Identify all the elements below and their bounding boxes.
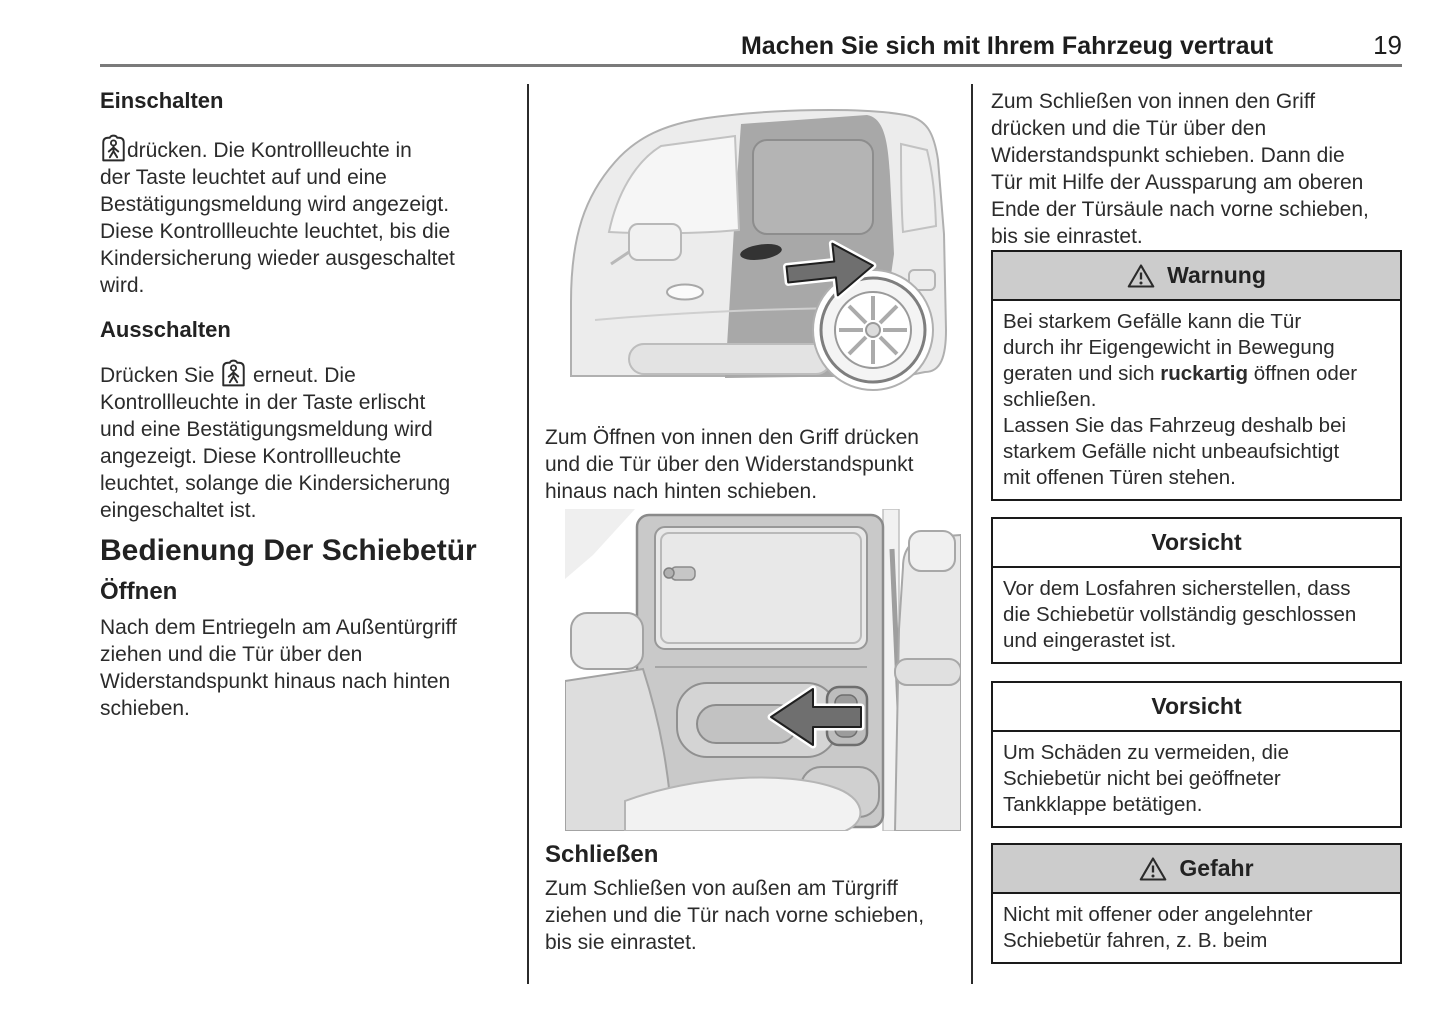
danger-box: Gefahr Nicht mit offener oder angelehnte…	[991, 843, 1402, 964]
direction-arrow-right-icon	[783, 240, 877, 299]
interior-sliding-door-figure	[565, 509, 961, 831]
danger-box-body: Nicht mit offener oder angelehnter Schie…	[1003, 903, 1313, 952]
column-divider	[971, 84, 973, 984]
caution-box-title: Vorsicht	[1151, 693, 1242, 719]
paragraph-oeffnen: Nach dem Entriegeln am Außentürgriff zie…	[100, 616, 457, 720]
sliding-door-window	[752, 139, 874, 235]
heading-schliessen: Schließen	[545, 841, 659, 868]
left-column: Einschalten drücken. Die Kontrollleuchte…	[100, 84, 510, 722]
door-window	[654, 526, 868, 650]
paragraph-close-inside: Zum Schließen von innen den Griff drücke…	[991, 90, 1369, 248]
paragraph-text: erneut. Die Kontrollleuchte in der Taste…	[100, 364, 451, 522]
paragraph-schliessen: Zum Schließen von außen am Türgriff zieh…	[545, 877, 925, 954]
danger-box-header: Gefahr	[993, 845, 1400, 894]
paragraph-text: drücken. Die Kontrollleuchte in der Tast…	[100, 139, 455, 297]
seat-cushion	[624, 776, 862, 831]
warning-triangle-icon	[1127, 263, 1155, 289]
heading-einschalten: Einschalten	[100, 88, 224, 113]
caution-box-2: Vorsicht Um Schäden zu vermeiden, die Sc…	[991, 681, 1402, 828]
paragraph-ausschalten: Drücken Sie erneut. Die Kontrollleuchte …	[100, 359, 510, 524]
warning-triangle-icon	[1139, 856, 1167, 882]
right-column: Zum Schließen von innen den Griff drücke…	[991, 84, 1402, 964]
van-body	[570, 109, 948, 378]
heading-oeffnen: Öffnen	[100, 578, 178, 605]
caution-box-title: Vorsicht	[1151, 529, 1242, 555]
exterior-van-figure	[565, 84, 961, 404]
header-rule	[100, 64, 1402, 67]
caution-box-1: Vorsicht Vor dem Losfahren sicherstellen…	[991, 517, 1402, 664]
emphasized-word: ruckartig	[1160, 362, 1249, 385]
front-seat-headrest	[908, 530, 956, 572]
page-header: Machen Sie sich mit Ihrem Fahrzeug vertr…	[100, 30, 1402, 61]
page-number: 19	[1373, 30, 1402, 60]
middle-column: Zum Öffnen von innen den Griff drücken u…	[545, 84, 969, 956]
caution-box-body: Vor dem Losfahren sicherstellen, dass di…	[1003, 577, 1357, 652]
caution-box-header: Vorsicht	[993, 683, 1400, 732]
column-divider	[527, 84, 529, 984]
paragraph-einschalten: drücken. Die Kontrollleuchte in der Tast…	[100, 134, 510, 299]
sliding-door-handle	[740, 244, 782, 260]
caution-box-body: Um Schäden zu vermeiden, die Schiebetür …	[1003, 741, 1290, 816]
warning-box-title: Warnung	[1167, 262, 1266, 288]
direction-arrow-left-icon	[767, 685, 865, 749]
paragraph-open-inside: Zum Öffnen von innen den Griff drücken u…	[545, 426, 919, 503]
warning-box-header: Warnung	[993, 252, 1400, 301]
caution-box-header: Vorsicht	[993, 519, 1400, 568]
side-mirror	[628, 223, 682, 261]
child-lock-icon	[100, 134, 127, 162]
warning-box: Warnung Bei starkem Gefälle kann die Tür…	[991, 250, 1402, 501]
danger-box-title: Gefahr	[1179, 855, 1254, 881]
rear-wheel	[812, 269, 934, 391]
heading-ausschalten: Ausschalten	[100, 317, 231, 342]
warning-box-body: Bei starkem Gefälle kann die Tür durch i…	[1003, 310, 1358, 489]
rear-seat-headrest	[570, 612, 644, 670]
child-lock-icon	[220, 359, 247, 387]
heading-bedienung-schiebetuer: Bedienung Der Schiebetür	[100, 534, 477, 567]
page-title: Machen Sie sich mit Ihrem Fahrzeug vertr…	[740, 32, 1274, 60]
paragraph-text: Drücken Sie	[100, 364, 221, 387]
front-door-handle	[666, 283, 704, 301]
